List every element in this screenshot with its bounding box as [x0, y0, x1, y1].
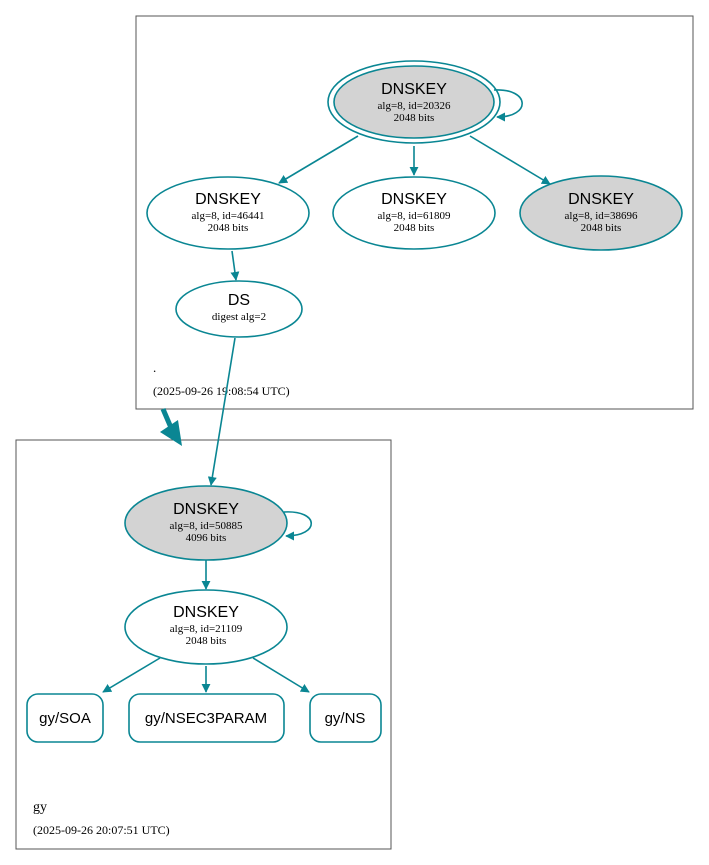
node-root-ksk-title: DNSKEY [381, 81, 447, 98]
node-root-zsk-61809-title: DNSKEY [381, 191, 447, 208]
edge-gy-zsk-to-ns [252, 657, 310, 693]
node-root-zsk-46441-line1: alg=8, id=46441 [192, 210, 265, 222]
node-ds-line1: digest alg=2 [212, 311, 266, 323]
rrset-nsec3param: gy/NSEC3PARAM [128, 693, 285, 743]
node-root-ksk-line1: alg=8, id=20326 [378, 100, 451, 112]
edge-ds-to-gy-ksk [207, 337, 236, 486]
edges [102, 89, 551, 693]
node-gy-ksk: DNSKEY alg=8, id=50885 4096 bits [124, 485, 288, 561]
zone-root-name: . [153, 360, 156, 375]
node-gy-ksk-line1: alg=8, id=50885 [170, 520, 243, 532]
rrset-soa-label: gy/SOA [39, 710, 91, 727]
node-gy-zsk: DNSKEY alg=8, id=21109 2048 bits [124, 589, 288, 665]
node-root-zsk-61809: DNSKEY alg=8, id=61809 2048 bits [332, 176, 496, 250]
node-gy-ksk-title: DNSKEY [173, 501, 239, 518]
rrset-ns: gy/NS [309, 693, 382, 743]
node-gy-zsk-line2: 2048 bits [186, 635, 227, 647]
node-root-zsk-61809-line1: alg=8, id=61809 [378, 210, 451, 222]
zone-gy-timestamp: (2025-09-26 20:07:51 UTC) [33, 823, 170, 837]
node-root-zsk-38696-line2: 2048 bits [581, 222, 622, 234]
node-root-zsk-46441-title: DNSKEY [195, 191, 261, 208]
node-root-zsk-38696-line1: alg=8, id=38696 [565, 210, 638, 222]
edge-gy-ksk-self [283, 511, 313, 541]
zone-gy-name: gy [33, 800, 47, 815]
node-ds: DS digest alg=2 [175, 280, 303, 338]
node-root-zsk-38696: DNSKEY alg=8, id=38696 2048 bits [519, 175, 683, 251]
node-root-ksk-line2: 2048 bits [394, 112, 435, 124]
node-gy-ksk-line2: 4096 bits [186, 532, 227, 544]
edge-46441-to-ds [230, 250, 240, 281]
zone-root-timestamp: (2025-09-26 19:08:54 UTC) [153, 384, 290, 398]
node-root-zsk-46441-line2: 2048 bits [208, 222, 249, 234]
rrset-nsec3param-label: gy/NSEC3PARAM [145, 710, 267, 727]
node-gy-zsk-title: DNSKEY [173, 604, 239, 621]
node-gy-zsk-line1: alg=8, id=21109 [170, 623, 243, 635]
zone-gy-box [15, 439, 392, 850]
node-root-zsk-61809-line2: 2048 bits [394, 222, 435, 234]
delegation-arrow [160, 408, 182, 446]
edge-root-ksk-self [493, 89, 523, 122]
zone-root-box [135, 15, 694, 410]
node-root-zsk-38696-title: DNSKEY [568, 191, 634, 208]
rrset-ns-label: gy/NS [325, 710, 366, 727]
edge-gy-zsk-to-soa [102, 657, 161, 693]
node-root-ksk: DNSKEY alg=8, id=20326 2048 bits [327, 60, 501, 144]
rrset-soa: gy/SOA [26, 693, 104, 743]
node-ds-title: DS [228, 292, 250, 309]
node-root-zsk-46441: DNSKEY alg=8, id=46441 2048 bits [146, 176, 310, 250]
edge-root-ksk-to-46441 [278, 135, 359, 184]
edge-root-ksk-to-38696 [469, 135, 551, 185]
